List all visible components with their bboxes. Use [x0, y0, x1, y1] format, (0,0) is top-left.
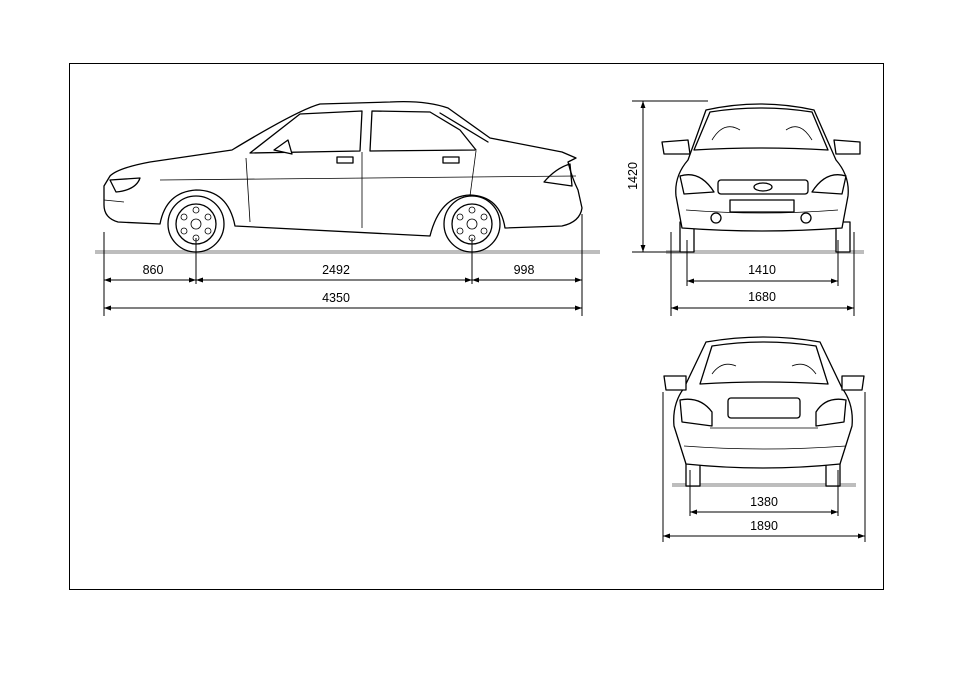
rear-plate-recess [728, 398, 800, 418]
side-view: 860 2492 998 4350 [95, 102, 600, 316]
wheelbase-label: 2492 [322, 263, 350, 277]
side-rear-handle [443, 157, 459, 163]
front-view: 1420 1410 1680 [626, 101, 864, 316]
front-overhang-label: 860 [143, 263, 164, 277]
width-label: 1680 [748, 290, 776, 304]
ground-line-side [95, 250, 600, 254]
rear-track-label: 1380 [750, 495, 778, 509]
overall-length-label: 4350 [322, 291, 350, 305]
width-with-mirrors-label: 1890 [750, 519, 778, 533]
front-right-mirror [834, 140, 860, 154]
rear-left-mirror [664, 376, 686, 390]
height-label: 1420 [626, 162, 640, 190]
front-badge [754, 183, 772, 191]
front-left-mirror [662, 140, 690, 154]
rear-view: 1380 1890 [663, 337, 865, 542]
ground-line-front [666, 250, 864, 254]
front-plate [730, 200, 794, 212]
rear-right-mirror [842, 376, 864, 390]
front-track-label: 1410 [748, 263, 776, 277]
side-front-handle [337, 157, 353, 163]
rear-overhang-label: 998 [514, 263, 535, 277]
